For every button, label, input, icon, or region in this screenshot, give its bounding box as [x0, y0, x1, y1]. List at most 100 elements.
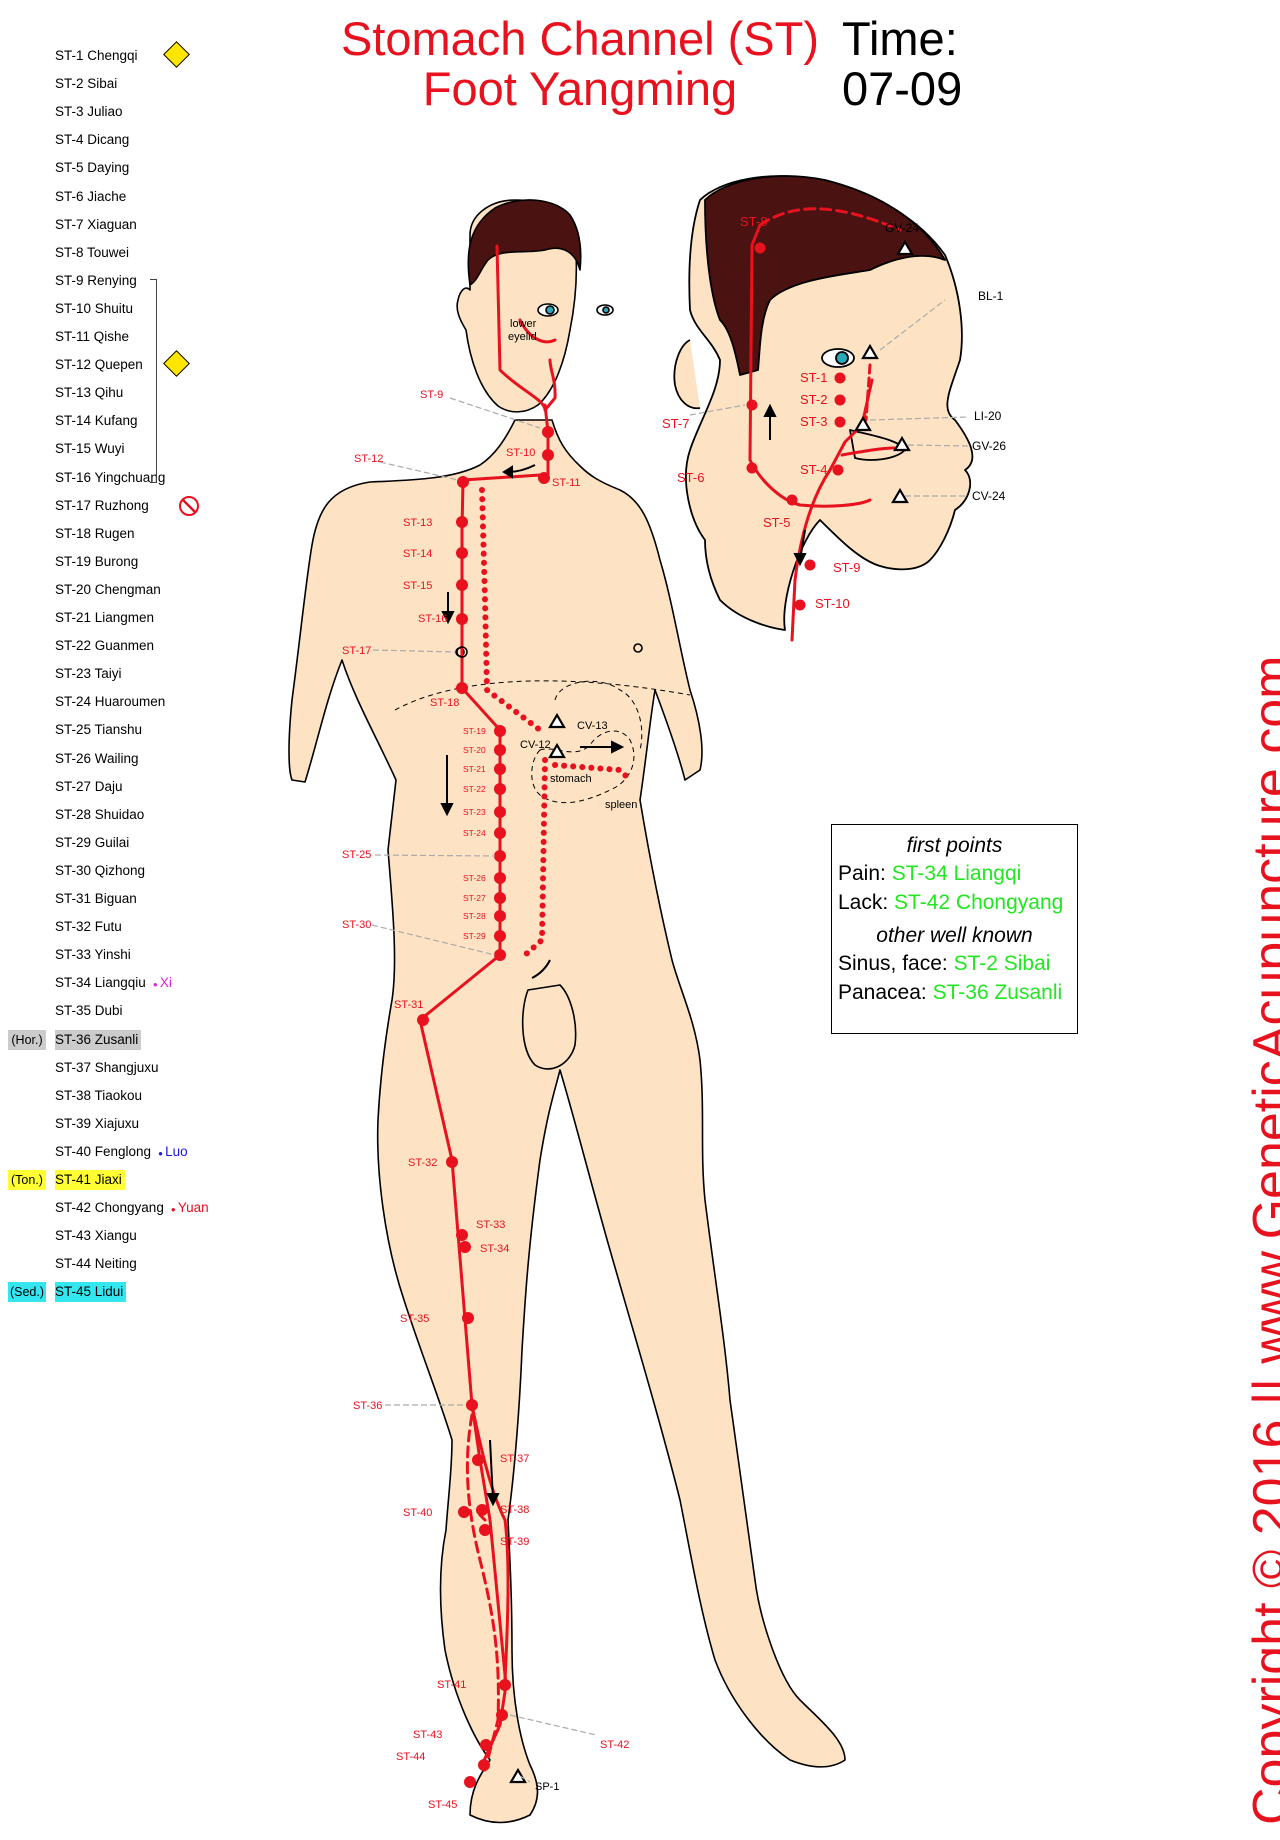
point-st25-body [494, 850, 506, 862]
label-st33: ST-33 [476, 1219, 505, 1231]
panacea-label: Panacea: [838, 981, 927, 1004]
other-heading: other well known [832, 923, 1077, 949]
label-st1-face: ST-1 [800, 370, 827, 385]
label-gv26: GV-26 [972, 439, 1006, 453]
label-st10: ST-10 [506, 447, 535, 459]
point-st36-body [466, 1399, 478, 1411]
point-st42-body [496, 1709, 508, 1721]
label-st21: ST-21 [463, 764, 486, 774]
label-st18: ST-18 [430, 697, 459, 709]
label-st8-face: ST-8 [740, 214, 767, 229]
point-st10-body [542, 449, 554, 461]
label-st38: ST-38 [500, 1504, 529, 1516]
point-st45-body [464, 1776, 476, 1788]
label-cv12: CV-12 [520, 739, 551, 751]
point-st33-body [456, 1229, 468, 1241]
label-st42: ST-42 [600, 1739, 629, 1751]
copyright-text: Copyright © 2016 || www.GeneticAcupunctu… [1242, 656, 1280, 1825]
label-st7-face: ST-7 [662, 416, 689, 431]
point-st44-body [478, 1759, 490, 1771]
point-st14-body [456, 547, 468, 559]
point-st12-body [457, 476, 469, 488]
point-st26-body [494, 872, 506, 884]
pain-label: Pain: [838, 862, 886, 885]
label-st26: ST-26 [463, 873, 486, 883]
label-st22: ST-22 [463, 784, 486, 794]
label-st25: ST-25 [342, 849, 371, 861]
point-st15-body [456, 579, 468, 591]
sinus-row: Sinus, face: ST-2 Sibai [832, 949, 1077, 978]
point-st16-body [456, 613, 468, 625]
label-st45: ST-45 [428, 1799, 457, 1811]
label-cv24: CV-24 [972, 489, 1006, 503]
point-st41-body [499, 1679, 511, 1691]
label-st9: ST-9 [420, 389, 443, 401]
point-st5-face [787, 495, 798, 506]
point-st35-body [462, 1312, 474, 1324]
label-st6-face: ST-6 [677, 470, 704, 485]
point-st9-body [542, 426, 554, 438]
point-st19-body [494, 725, 506, 737]
label-st31: ST-31 [394, 999, 423, 1011]
point-st31-body [417, 1014, 429, 1026]
label-st29: ST-29 [463, 931, 486, 941]
point-st7-face [747, 400, 758, 411]
panacea-row: Panacea: ST-36 Zusanli [832, 978, 1077, 1007]
point-st4-face [833, 465, 844, 476]
point-st30-body [494, 949, 506, 961]
label-bl1: BL-1 [978, 289, 1004, 303]
pain-value: ST-34 Liangqi [892, 862, 1022, 885]
point-st37-body [472, 1454, 484, 1466]
label-li20: LI-20 [974, 409, 1002, 423]
sinus-label: Sinus, face: [838, 952, 948, 975]
point-st1-face [835, 373, 846, 384]
label-st24: ST-24 [463, 828, 486, 838]
lack-row: Lack: ST-42 Chongyang [832, 888, 1077, 917]
label-st3-face: ST-3 [800, 414, 827, 429]
point-st11-body [538, 472, 550, 484]
first-points-heading: first points [832, 833, 1077, 859]
label-st23: ST-23 [463, 807, 486, 817]
point-st40-body [458, 1506, 470, 1518]
point-st24-body [494, 827, 506, 839]
point-st28-body [494, 910, 506, 922]
point-st39-body [479, 1524, 491, 1536]
point-st38-body [476, 1504, 488, 1516]
label-stomach: stomach [550, 773, 592, 785]
point-st3-face [835, 417, 846, 428]
label-st17: ST-17 [342, 645, 371, 657]
info-box: first points Pain: ST-34 Liangqi Lack: S… [831, 824, 1078, 1034]
point-st18-body [456, 682, 468, 694]
point-st23-body [494, 806, 506, 818]
label-st11: ST-11 [552, 477, 581, 489]
panacea-value: ST-36 Zusanli [933, 981, 1063, 1004]
point-st9-face [805, 560, 816, 571]
point-st2-face [835, 395, 846, 406]
label-sp1: SP-1 [535, 1781, 559, 1793]
label-st12: ST-12 [354, 453, 383, 465]
label-st36: ST-36 [353, 1400, 382, 1412]
point-st34-body [459, 1241, 471, 1253]
point-st20-body [494, 744, 506, 756]
label-st40: ST-40 [403, 1507, 432, 1519]
label-st27: ST-27 [463, 893, 486, 903]
label-st10-face: ST-10 [815, 596, 850, 611]
point-st22-body [494, 783, 506, 795]
label-st43: ST-43 [413, 1729, 442, 1741]
label-st14: ST-14 [403, 548, 432, 560]
label-st15: ST-15 [403, 580, 432, 592]
point-st43-body [480, 1739, 492, 1751]
point-st32-body [446, 1156, 458, 1168]
point-st8-face [755, 243, 766, 254]
label-st35: ST-35 [400, 1313, 429, 1325]
lack-label: Lack: [838, 891, 888, 914]
point-st29-body [494, 930, 506, 942]
point-st13-body [456, 516, 468, 528]
label-st19: ST-19 [463, 726, 486, 736]
sinus-value: ST-2 Sibai [954, 952, 1051, 975]
label-st39: ST-39 [500, 1536, 529, 1548]
pain-row: Pain: ST-34 Liangqi [832, 859, 1077, 888]
label-st5-face: ST-5 [763, 515, 790, 530]
label-lower: lower [510, 318, 537, 330]
